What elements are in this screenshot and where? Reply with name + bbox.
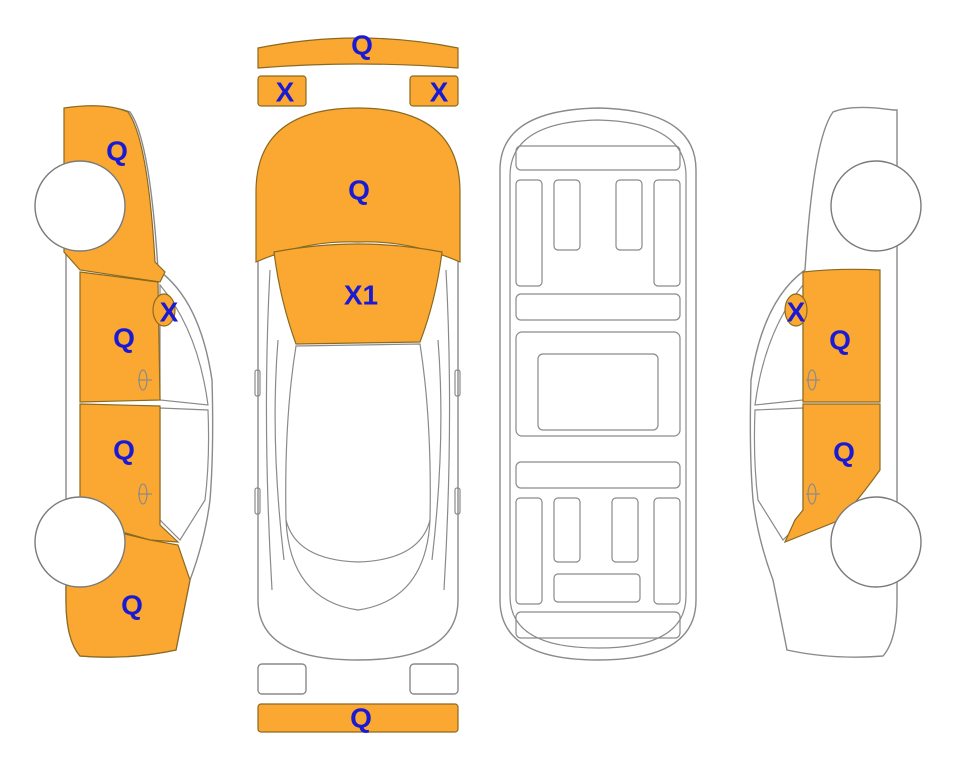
top-right-mirror-outline — [454, 369, 461, 397]
underbody-panel-bar-2 — [515, 461, 681, 489]
underbody-panel-rear — [515, 611, 681, 639]
underbody-panel-middle — [515, 331, 681, 437]
right-side-rear-window-line — [753, 407, 804, 541]
hood-part[interactable] — [255, 107, 461, 263]
front-right-headlight-label: X — [430, 77, 449, 108]
top-left-handle-outline — [254, 487, 261, 515]
underbody-panel-4 — [653, 179, 681, 287]
underbody-panel-2 — [553, 179, 581, 251]
underbody-panel-front — [515, 145, 681, 171]
right-mirror-part[interactable] — [784, 293, 808, 327]
left-front-door-panel[interactable] — [79, 271, 161, 403]
right-rear-door-label: Q — [833, 437, 855, 468]
left-mirror-label: X — [160, 297, 179, 328]
left-front-door-label: Q — [113, 323, 135, 354]
windshield-label: X1 — [344, 280, 378, 311]
underbody-view — [499, 107, 697, 661]
left-side-view — [34, 105, 214, 658]
underbody-panel-center — [537, 353, 659, 431]
left-front-door-handle — [138, 369, 152, 391]
right-front-door-label: Q — [829, 325, 851, 356]
underbody-panel-bar-1 — [515, 293, 681, 321]
rear-left-taillight-part[interactable] — [257, 663, 307, 695]
top-left-mirror-outline — [254, 369, 261, 397]
right-rear-wheel — [830, 496, 922, 588]
front-bumper-label: Q — [351, 30, 373, 61]
damage-labels: Q X X Q X1 Q X Q Q Q X Q Q Q — [106, 30, 855, 734]
top-right-handle-outline — [454, 487, 461, 515]
underbody-panel-7 — [611, 497, 639, 563]
right-mirror-label: X — [787, 297, 806, 328]
left-mirror-part[interactable] — [152, 293, 176, 327]
underbody-panel-1 — [515, 179, 543, 287]
rear-bumper-label: Q — [350, 703, 372, 734]
left-side-rear-window-line — [159, 407, 210, 541]
underbody-panel-3 — [615, 179, 643, 251]
right-front-door-handle — [806, 369, 820, 391]
left-rear-wheel — [34, 496, 126, 588]
right-rear-door-handle — [806, 483, 820, 505]
windshield-part[interactable] — [273, 243, 443, 345]
left-rear-door-handle — [138, 483, 152, 505]
front-left-headlight-part[interactable] — [257, 75, 307, 107]
rear-right-taillight-part[interactable] — [409, 663, 459, 695]
underbody-inner-outline — [509, 119, 687, 649]
right-side-body-outline — [749, 106, 898, 658]
top-view-side-lines — [265, 269, 451, 611]
top-view-side-lines-inner — [274, 339, 442, 561]
underbody-panel-5 — [515, 497, 543, 605]
top-view — [254, 37, 461, 733]
top-view-roof-outline — [285, 343, 431, 563]
left-rear-door-label: Q — [113, 435, 135, 466]
rear-bumper-part[interactable] — [257, 703, 459, 733]
front-right-headlight-part[interactable] — [409, 75, 459, 107]
right-side-view — [749, 106, 922, 658]
front-bumper-part[interactable] — [257, 37, 459, 69]
hood-label: Q — [348, 175, 370, 206]
right-front-wheel — [830, 160, 922, 252]
underbody-panel-6 — [553, 497, 581, 563]
left-front-fender-label: Q — [106, 136, 128, 167]
left-rear-quarter-label: Q — [121, 590, 143, 621]
underbody-outline — [499, 107, 697, 661]
underbody-panel-9 — [553, 573, 641, 603]
right-front-door-panel[interactable] — [802, 268, 881, 403]
underbody-panel-8 — [653, 497, 681, 605]
front-left-headlight-label: X — [276, 77, 295, 108]
left-front-wheel — [34, 160, 126, 252]
